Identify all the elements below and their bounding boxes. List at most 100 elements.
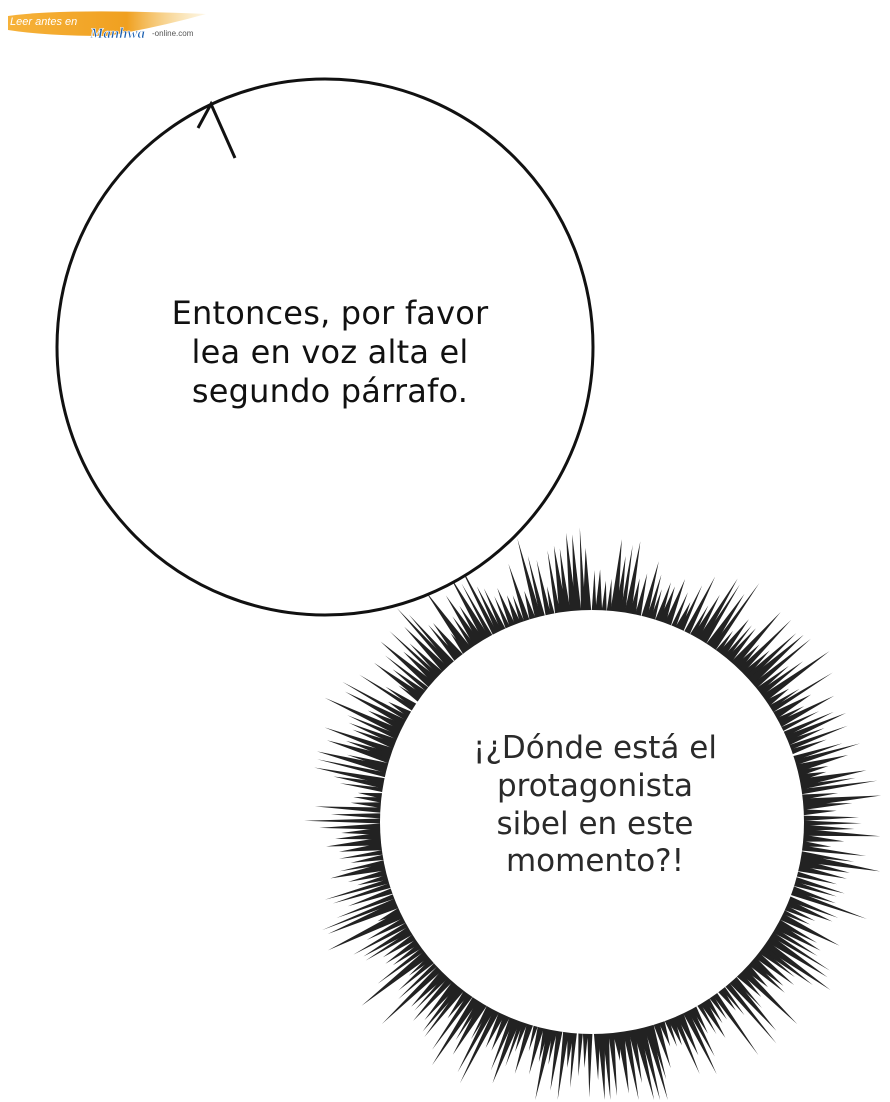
burst-ray	[314, 806, 387, 814]
burst-ray	[623, 541, 641, 620]
burst-ray	[547, 586, 557, 621]
burst-ray	[722, 628, 756, 668]
burst-ray	[788, 743, 861, 767]
burst-ray	[385, 655, 434, 695]
burst-ray	[600, 580, 607, 617]
burst-ray	[783, 725, 848, 752]
burst-ray	[676, 585, 703, 637]
burst-ray	[497, 587, 518, 633]
burst-ray	[719, 625, 752, 664]
burst-ray	[639, 561, 659, 624]
burst-ray	[471, 1000, 495, 1040]
burst-ray	[619, 545, 633, 619]
burst-line: ¡¿Dónde está el	[473, 730, 717, 766]
burst-ray	[336, 892, 401, 918]
burst-bubble-text: ¡¿Dónde está el protagonista sibel en es…	[440, 730, 750, 881]
burst-ray	[491, 1008, 513, 1051]
burst-ray	[769, 919, 821, 951]
burst-ray	[668, 592, 688, 633]
burst-ray	[729, 972, 762, 1008]
burst-ray	[745, 952, 784, 986]
speech-line: segundo párrafo.	[191, 372, 469, 411]
burst-ray	[662, 1013, 677, 1047]
burst-ray	[753, 661, 804, 700]
burst-ray	[529, 1021, 546, 1075]
burst-ray	[736, 963, 798, 1025]
burst-ray	[447, 985, 474, 1019]
burst-ray	[631, 1022, 655, 1100]
burst-ray	[515, 1016, 530, 1052]
burst-ray	[352, 729, 402, 752]
burst-ray	[330, 813, 387, 819]
burst-ray	[517, 538, 543, 624]
burst-ray	[725, 973, 777, 1031]
burst-ray	[353, 919, 414, 955]
burst-ray	[797, 824, 855, 831]
burst-ray	[767, 924, 818, 956]
watermark-brand: Manhwa	[89, 26, 146, 42]
burst-ray	[717, 982, 745, 1016]
burst-ray	[702, 594, 745, 654]
burst-ray	[730, 644, 760, 676]
burst-ray	[383, 930, 422, 958]
speech-bubble-text: Entonces, por favor lea en voz alta el s…	[120, 294, 540, 411]
burst-ray	[644, 574, 662, 625]
burst-ray	[557, 1026, 570, 1100]
burst-ray	[459, 1004, 502, 1084]
burst-ray	[761, 931, 828, 978]
burst-ray	[413, 972, 457, 1021]
burst-ray	[756, 651, 830, 705]
burst-ray	[578, 1027, 584, 1077]
burst-ray	[432, 992, 482, 1066]
burst-ray	[777, 907, 811, 925]
burst-ray	[796, 844, 867, 856]
burst-ray	[357, 792, 388, 800]
burst-ray	[389, 631, 444, 683]
burst-ray	[791, 869, 838, 885]
burst-ray	[483, 588, 509, 637]
burst-ray	[621, 1024, 639, 1100]
burst-ray	[773, 695, 835, 730]
burst-ray	[347, 715, 405, 743]
burst-ray	[377, 944, 430, 984]
burst-ray	[672, 602, 691, 636]
burst-ray	[771, 916, 818, 943]
burst-ray	[570, 1027, 578, 1088]
burst-ray	[793, 857, 850, 873]
burst-ray	[324, 697, 407, 739]
burst-ray	[538, 1022, 551, 1062]
burst-ray	[547, 550, 562, 620]
burst-ray	[582, 547, 592, 617]
burst-ray	[359, 674, 420, 714]
burst-ray	[792, 863, 847, 879]
burst-line: sibel en este	[496, 805, 694, 842]
burst-ray	[445, 595, 484, 652]
burst-ray	[347, 886, 399, 907]
burst-ray	[304, 818, 386, 824]
burst-ray	[591, 570, 597, 617]
burst-ray	[485, 1006, 508, 1048]
burst-ray	[452, 996, 491, 1055]
burst-ray	[765, 928, 830, 971]
burst-ray	[339, 848, 389, 859]
burst-ray	[721, 978, 777, 1044]
burst-ray	[559, 548, 572, 618]
burst-ray	[763, 688, 800, 714]
burst-ray	[714, 619, 749, 662]
burst-ray	[797, 809, 837, 816]
burst-ray	[751, 665, 789, 697]
burst-ray	[651, 1017, 671, 1069]
burst-ray	[749, 948, 795, 985]
burst-ray	[694, 578, 738, 648]
burst-ray	[680, 1005, 717, 1075]
burst-ray	[755, 941, 813, 985]
burst-ray	[684, 1002, 715, 1057]
burst-ray	[374, 662, 428, 704]
burst-ray	[350, 853, 390, 863]
burst-ray	[614, 556, 626, 619]
burst-ray	[433, 623, 467, 664]
burst-ray	[385, 686, 422, 712]
burst-ray	[627, 578, 640, 621]
burst-ray	[686, 605, 709, 642]
